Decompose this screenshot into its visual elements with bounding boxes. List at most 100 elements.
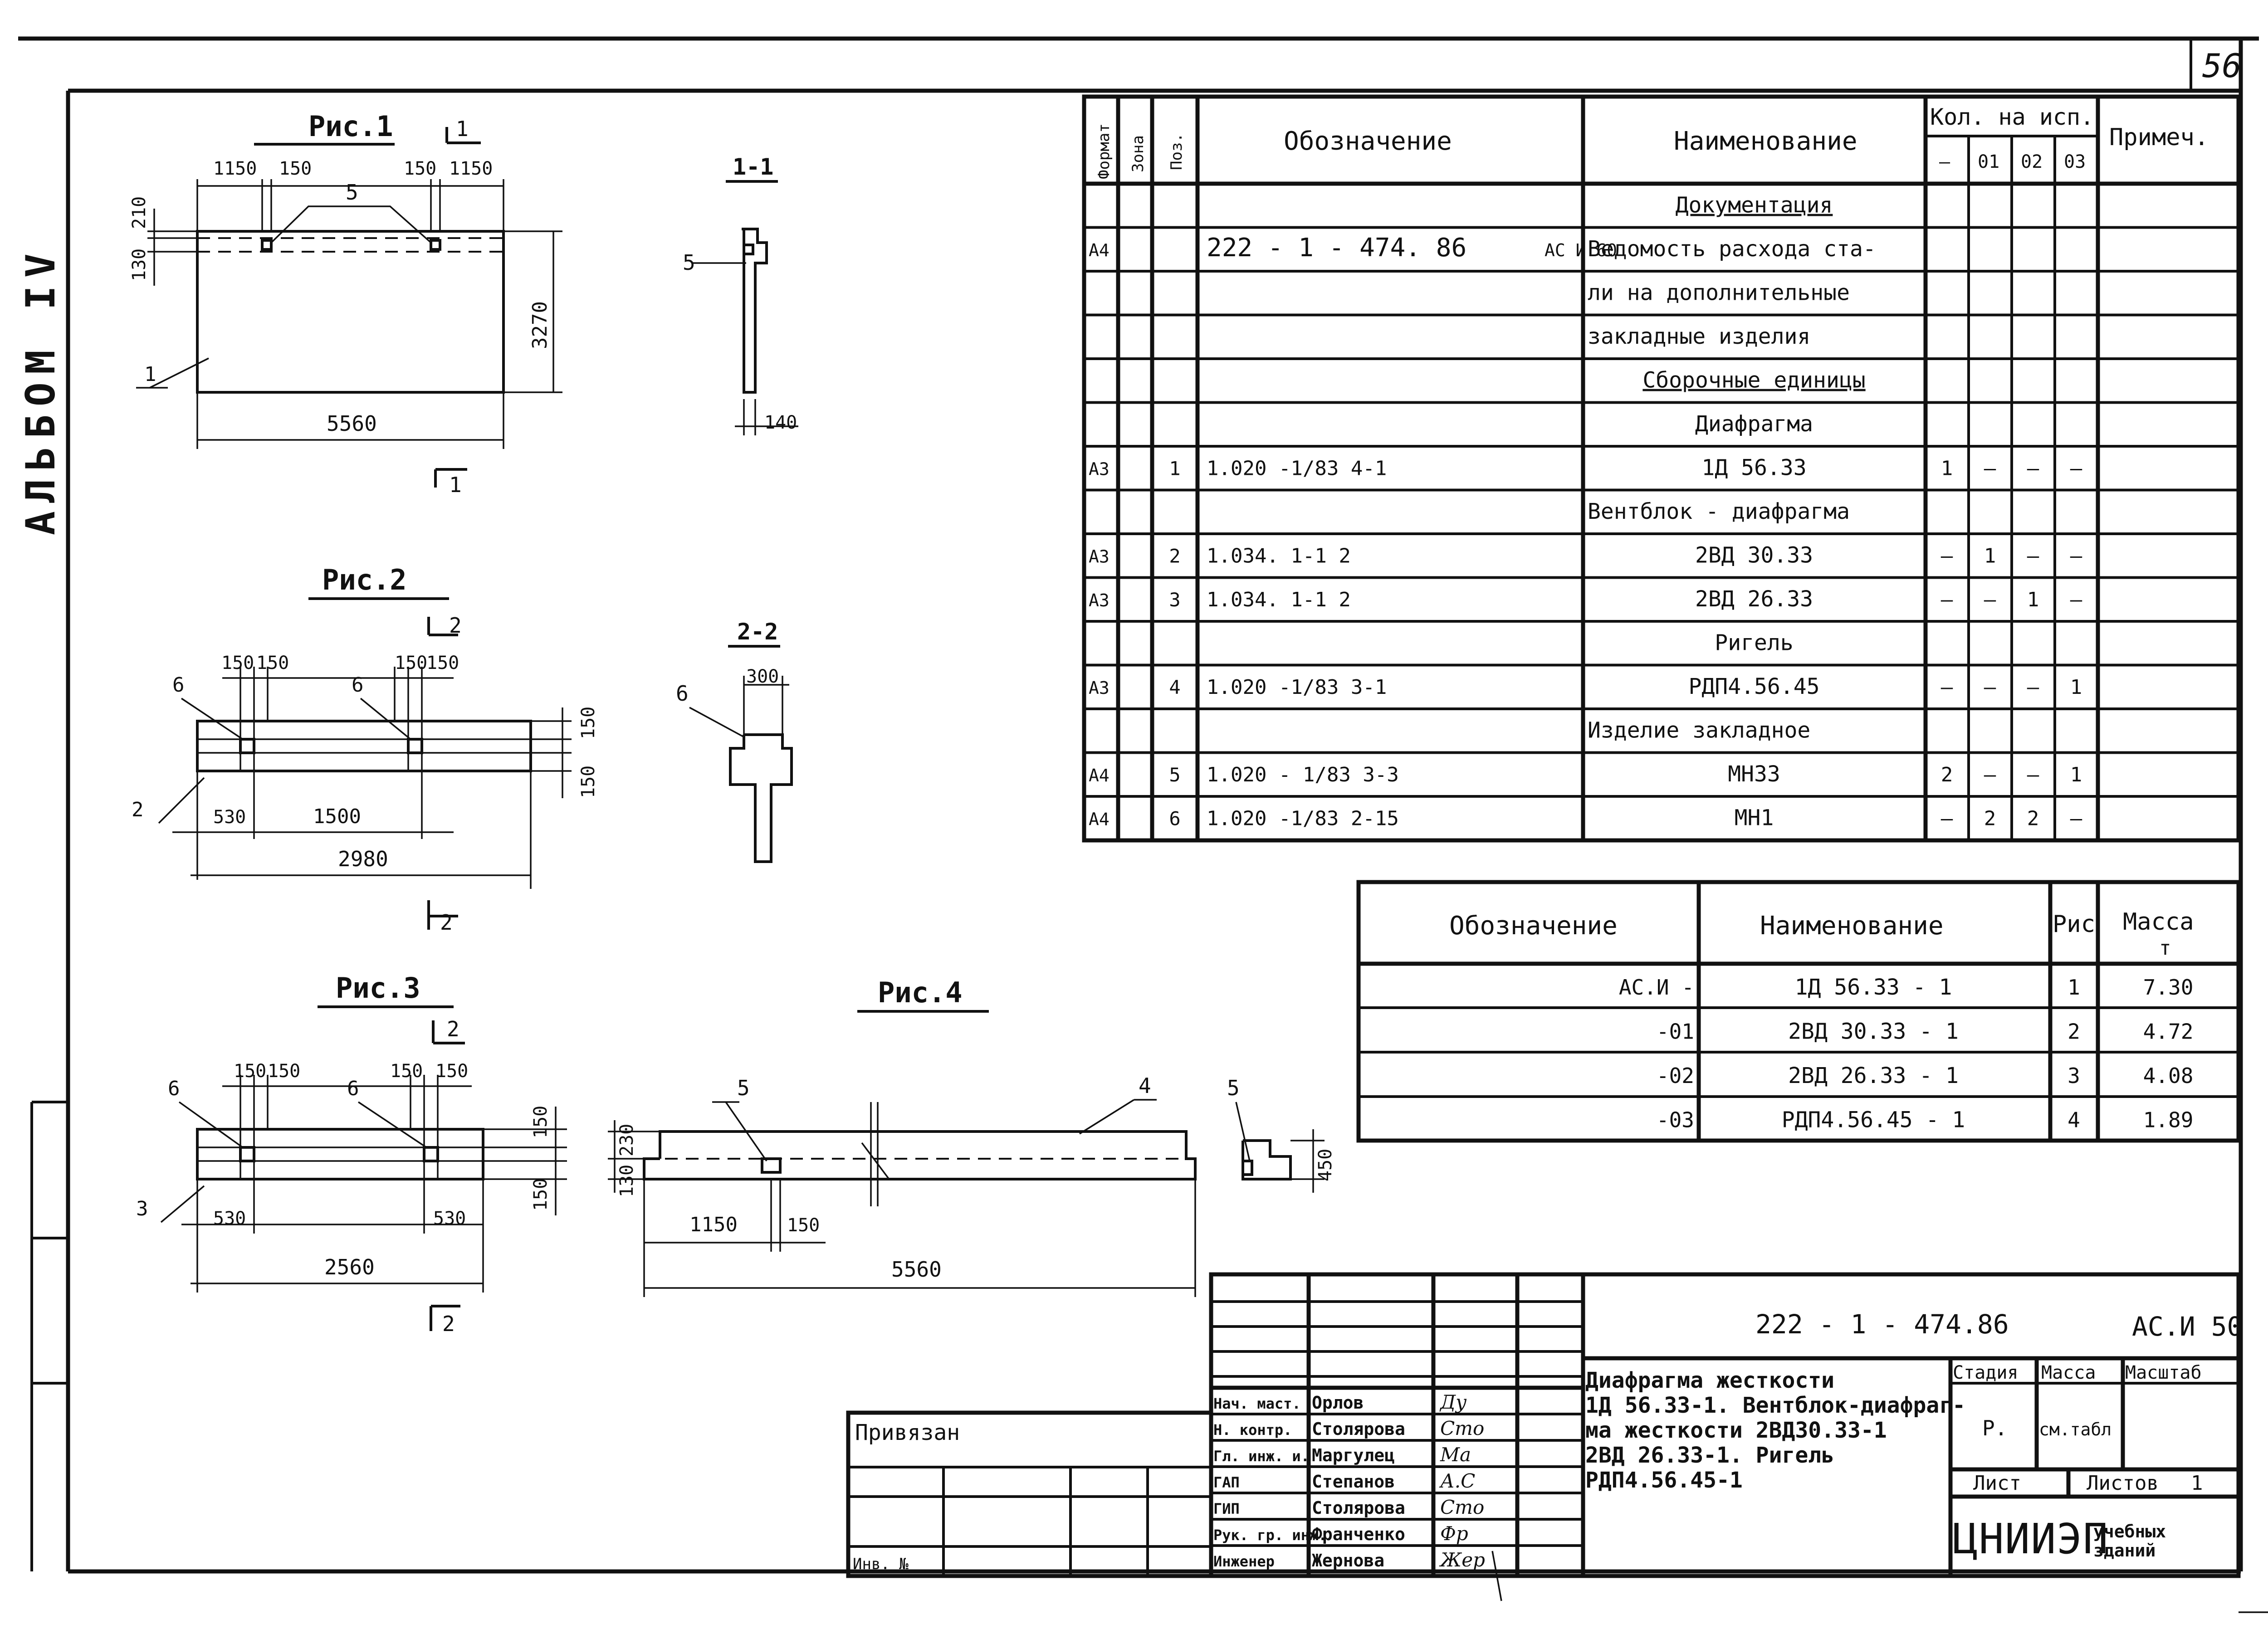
spec-row-1-name: Ведомость расхода ста- bbox=[1588, 236, 1876, 262]
stage-value: Р. bbox=[1982, 1416, 2007, 1440]
mass-row-1-fig: 2 bbox=[2068, 1019, 2080, 1044]
fig4-dim-h-bot: 130 bbox=[616, 1165, 637, 1197]
mass-row-2-designation: -02 bbox=[1657, 1063, 1694, 1088]
spec-row-6-pos: 1 bbox=[1169, 458, 1180, 480]
title-line-4: 2ВД 26.33-1. Ригель bbox=[1585, 1443, 1834, 1468]
sheet-frame bbox=[18, 36, 2259, 1574]
spec-row-9-designation: 1.034. 1-1 2 bbox=[1207, 588, 1351, 611]
staff-row-2-role: Гл. инж. и. bbox=[1213, 1448, 1310, 1465]
spec-row-13-format: А4 bbox=[1089, 766, 1110, 785]
title-line-1: Диафрагма жесткости bbox=[1585, 1368, 1834, 1393]
title-block: Привязан Инв. № 222 - 1 - 474.86 АС.И 50… bbox=[846, 1272, 2243, 1578]
spec-row-13-qty-0: 2 bbox=[1941, 763, 1953, 786]
fig2-dim-c: 150 bbox=[395, 653, 427, 673]
fig3-callout-3: 3 bbox=[136, 1197, 148, 1220]
spec-row-11-qty-3: 1 bbox=[2070, 676, 2082, 699]
staff-row-5-name: Франченко bbox=[1312, 1524, 1405, 1544]
staff-row-6-role: Инженер bbox=[1213, 1553, 1275, 1570]
spec-row-12-name: Изделие закладное bbox=[1588, 718, 1810, 743]
staff-row-3-sign: А.С bbox=[1439, 1470, 1475, 1492]
fig1-callout-1: 1 bbox=[144, 363, 156, 386]
spec-row-13-qty-1: — bbox=[1984, 763, 1996, 786]
fig2-dim-a: 150 bbox=[221, 653, 254, 673]
fig4-dim-length: 5560 bbox=[891, 1257, 942, 1282]
spec-row-13-qty-2: — bbox=[2027, 763, 2039, 786]
mass-table: Обозначение Наименование Рис Масса т АС.… bbox=[1356, 880, 2241, 1143]
spec-header-qty-1: 01 bbox=[1978, 151, 1999, 172]
spec-row-8-qty-0: — bbox=[1941, 545, 1953, 568]
fig1-dim-right: 1150 bbox=[449, 158, 493, 179]
spec-row-8-designation: 1.034. 1-1 2 bbox=[1207, 545, 1351, 568]
spec-row-7-name: Вентблок - диафрагма bbox=[1588, 499, 1850, 524]
spec-row-9-qty-1: — bbox=[1984, 588, 1996, 611]
spec-row-14-format: А4 bbox=[1089, 810, 1110, 829]
sheets-label: Листов bbox=[2087, 1472, 2159, 1495]
fig3-dim-h2: 150 bbox=[530, 1178, 551, 1211]
staff-row-1-sign: Сто bbox=[1440, 1417, 1484, 1439]
mass-row-0-name: 1Д 56.33 - 1 bbox=[1795, 975, 1952, 1000]
title-line-3: ма жесткости 2ВД30.33-1 bbox=[1585, 1418, 1887, 1443]
staff-row-1-role: Н. контр. bbox=[1213, 1421, 1292, 1439]
mass-header-name: Наименование bbox=[1760, 911, 1944, 941]
mass-row-3-designation: -03 bbox=[1657, 1108, 1694, 1132]
spec-row-6-qty-3: — bbox=[2070, 457, 2082, 480]
spec-row-1-designation: 222 - 1 - 474. 86 bbox=[1207, 233, 1466, 263]
mass-row-3-mass: 1.89 bbox=[2143, 1108, 2194, 1132]
section-2-2-profile bbox=[729, 733, 793, 863]
scale-label: Масштаб bbox=[2125, 1362, 2202, 1383]
fig2-dim-h1: 150 bbox=[578, 707, 599, 739]
spec-row-11-pos: 4 bbox=[1169, 676, 1180, 698]
spec-row-8-name: 2ВД 30.33 bbox=[1695, 543, 1813, 568]
fig2-dim-mid: 1500 bbox=[313, 805, 361, 828]
spec-row-14-qty-1: 2 bbox=[1984, 807, 1996, 830]
fig1-dim-height: 3270 bbox=[528, 301, 552, 349]
fig2-callout-6-left: 6 bbox=[172, 673, 185, 697]
beam-elevation bbox=[643, 1130, 1197, 1180]
staff-row-3-role: ГАП bbox=[1213, 1474, 1240, 1491]
spec-header-name: Наименование bbox=[1674, 127, 1857, 156]
spec-row-6-designation: 1.020 -1/83 4-1 bbox=[1207, 457, 1387, 480]
beam-section bbox=[1242, 1139, 1292, 1180]
staff-row-0-sign: Ду bbox=[1439, 1391, 1467, 1413]
fig2-dim-width: 2980 bbox=[338, 847, 388, 871]
mass-header-designation: Обозначение bbox=[1449, 911, 1618, 941]
fig1-dim-left: 1150 bbox=[213, 158, 257, 179]
staff-row-2-name: Маргулец bbox=[1312, 1445, 1395, 1465]
fig4-dim-section-h: 450 bbox=[1315, 1149, 1336, 1181]
fig4-dim-embed: 150 bbox=[787, 1215, 820, 1236]
fig4-callout-5: 5 bbox=[737, 1076, 750, 1100]
fig2-section-mark-bottom: 2 bbox=[440, 910, 453, 935]
fig3-dim-h1: 150 bbox=[530, 1106, 551, 1138]
spec-row-2-name: ли на дополнительные bbox=[1588, 280, 1850, 306]
mass-row-2-fig: 3 bbox=[2068, 1063, 2080, 1088]
mass-header-fig: Рис bbox=[2053, 911, 2095, 938]
fig3-dim-a: 150 bbox=[234, 1061, 266, 1082]
embed-right bbox=[430, 239, 441, 251]
doc-number: 222 - 1 - 474.86 bbox=[1755, 1309, 2009, 1340]
embed-left bbox=[239, 1146, 255, 1162]
fig4-title: Рис.4 bbox=[878, 976, 963, 1009]
staff-row-6-name: Жернова bbox=[1312, 1551, 1384, 1571]
beam-embed bbox=[761, 1157, 782, 1174]
fig2-dim-h2: 150 bbox=[578, 766, 599, 798]
fig3-dim-left: 530 bbox=[213, 1208, 246, 1229]
spec-row-6-qty-2: — bbox=[2027, 457, 2039, 480]
fig2-section-callout-6: 6 bbox=[676, 681, 689, 706]
fig4-callout-4: 4 bbox=[1139, 1073, 1151, 1098]
staff-row-0-role: Нач. маст. bbox=[1213, 1395, 1301, 1412]
org-sub-2: зданий bbox=[2093, 1541, 2156, 1561]
spec-row-6-name: 1Д 56.33 bbox=[1701, 455, 1806, 481]
spec-row-14-name: МН1 bbox=[1735, 805, 1774, 831]
fig1-dim-right-in: 150 bbox=[404, 158, 436, 179]
mass-row-0-mass: 7.30 bbox=[2143, 975, 2194, 1000]
fig4-dim-left: 1150 bbox=[689, 1213, 738, 1236]
spec-header-zone: Зона bbox=[1129, 135, 1147, 172]
mass-header-mass: Масса bbox=[2123, 908, 2194, 936]
sheet-number: 56 bbox=[2202, 47, 2242, 85]
org-sub-1: учебных bbox=[2093, 1522, 2166, 1541]
section-1-1-profile bbox=[742, 228, 768, 394]
fig2-section-title: 2-2 bbox=[737, 619, 778, 645]
spec-row-14-pos: 6 bbox=[1169, 808, 1180, 830]
spec-row-9-qty-0: — bbox=[1941, 588, 1953, 611]
spec-row-9-format: А3 bbox=[1089, 590, 1110, 610]
